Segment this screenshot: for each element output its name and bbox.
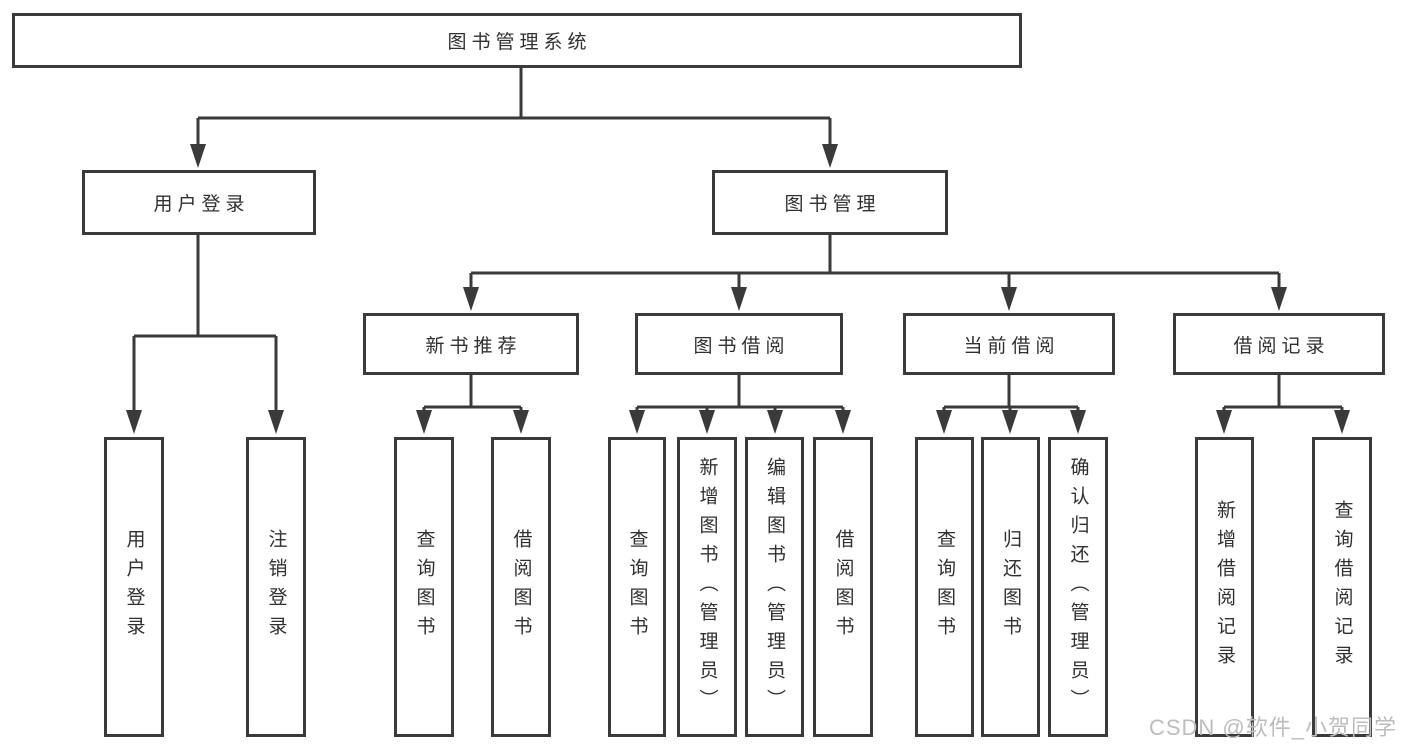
node-book-borrow: 图书借阅 bbox=[635, 313, 843, 375]
leaf-add-book-admin: 新增图书（管理员） bbox=[677, 437, 737, 737]
connector-paths bbox=[132, 68, 1344, 412]
leaf-borrow-book-recommend: 借阅图书 bbox=[491, 437, 551, 737]
leaf-query-book-current: 查询图书 bbox=[915, 437, 974, 737]
leaf-query-book-recommend: 查询图书 bbox=[394, 437, 454, 737]
arrowhead-icons bbox=[126, 144, 1350, 434]
node-book-management: 图书管理 bbox=[712, 170, 948, 235]
leaf-logout: 注销登录 bbox=[246, 437, 306, 737]
leaf-borrow-book: 借阅图书 bbox=[813, 437, 873, 737]
node-user-login: 用户登录 bbox=[82, 170, 316, 235]
leaf-user-login: 用户登录 bbox=[104, 437, 164, 737]
leaf-query-borrow-record: 查询借阅记录 bbox=[1312, 437, 1372, 737]
leaf-edit-book-admin: 编辑图书（管理员） bbox=[745, 437, 804, 737]
leaf-add-borrow-record: 新增借阅记录 bbox=[1195, 437, 1254, 737]
node-current-borrow: 当前借阅 bbox=[903, 313, 1115, 375]
leaf-query-book-borrow: 查询图书 bbox=[608, 437, 666, 737]
node-borrow-record: 借阅记录 bbox=[1173, 313, 1385, 375]
node-root: 图书管理系统 bbox=[12, 13, 1022, 68]
node-new-book-recommend: 新书推荐 bbox=[363, 313, 579, 375]
leaf-confirm-return-admin: 确认归还（管理员） bbox=[1048, 437, 1108, 737]
csdn-watermark: CSDN @软件_小贺同学 bbox=[1148, 715, 1397, 740]
leaf-return-book: 归还图书 bbox=[981, 437, 1040, 737]
